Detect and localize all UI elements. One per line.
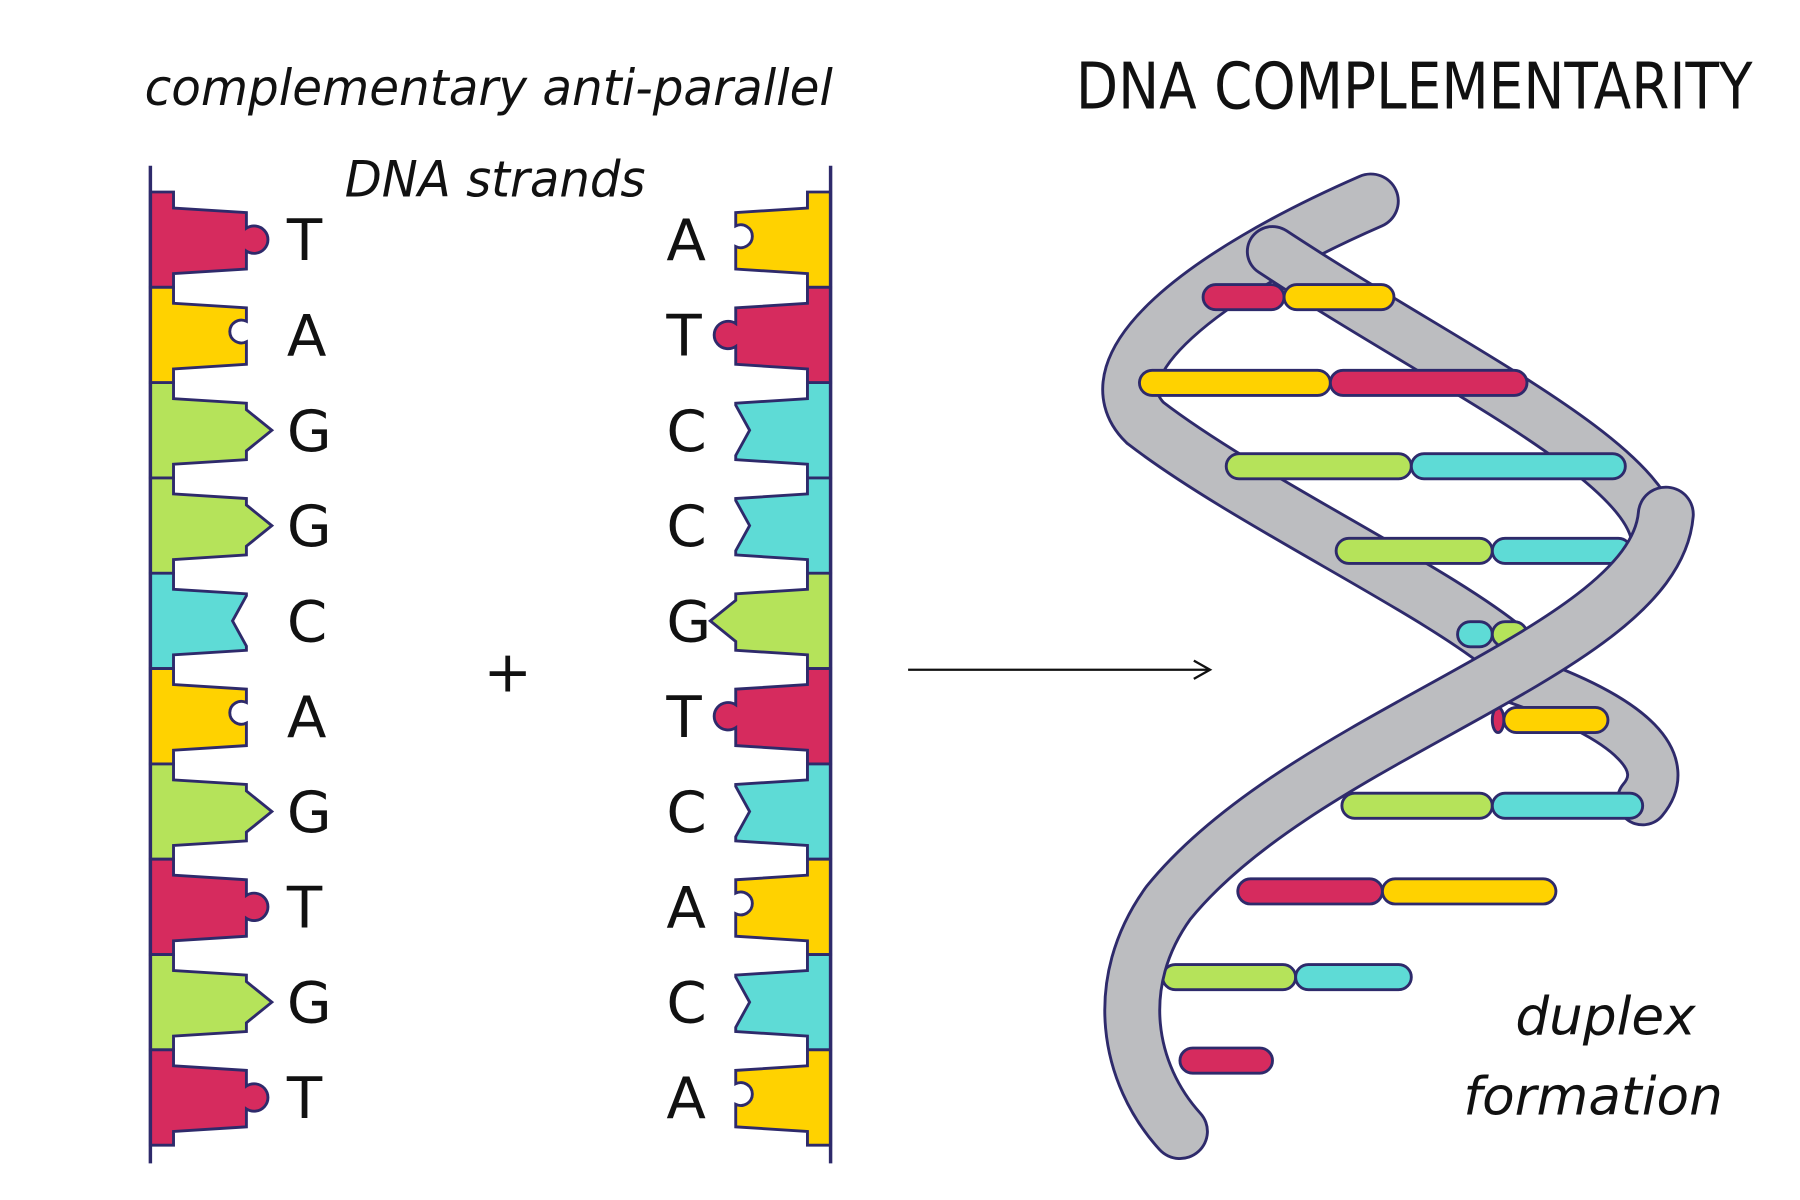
title: DNA COMPLEMENTARITY [1076, 50, 1753, 125]
rung-T [1328, 368, 1529, 397]
rung-A [1282, 283, 1396, 312]
base-label: T [665, 303, 702, 370]
nucleotide-G [148, 762, 275, 861]
base-label: A [666, 1065, 706, 1132]
base-label: A [666, 875, 706, 942]
base-label: C [666, 970, 706, 1037]
base-pair-TA [1201, 283, 1396, 312]
nucleotide-A [734, 190, 833, 289]
base-label: A [287, 303, 327, 370]
rung-T [1236, 877, 1384, 906]
base-label: T [286, 208, 323, 275]
nucleotide-G [148, 953, 275, 1052]
nucleotide-G [707, 571, 833, 670]
nucleotide-T [148, 857, 270, 956]
rung-A [1138, 368, 1332, 397]
base-pair-GC [1334, 536, 1633, 565]
nucleotide-T [712, 285, 833, 385]
base-label: C [666, 398, 706, 465]
rung-G [1161, 963, 1298, 992]
double-helix [1101, 172, 1695, 1160]
base-label: G [287, 398, 332, 465]
nucleotide-T [148, 190, 270, 289]
nucleotide-G [148, 381, 275, 480]
base-label: T [286, 875, 323, 942]
base-label: T [286, 1065, 323, 1132]
base-label: G [287, 493, 332, 560]
rung-G [1334, 536, 1494, 565]
base-label: G [666, 589, 711, 656]
nucleotide-C [734, 476, 833, 575]
duplex-label-line2: formation [1463, 1067, 1722, 1128]
rung-A [1502, 706, 1610, 734]
base-pair-TA [1236, 877, 1558, 906]
nucleotide-T [148, 1048, 270, 1147]
base-label: G [287, 970, 332, 1037]
duplex-label-line1: duplex [1515, 987, 1696, 1048]
base-label: C [666, 779, 706, 846]
nucleotide-A [148, 667, 248, 766]
rung-G [1340, 791, 1494, 820]
rung-G [1224, 452, 1413, 481]
base-label: G [287, 779, 332, 846]
rung-C [1490, 791, 1645, 820]
base-label: T [665, 684, 702, 751]
rung-T [1201, 283, 1286, 312]
nucleotide-A [734, 857, 833, 956]
base-label: A [666, 208, 706, 275]
front-ribbon [1103, 485, 1695, 1160]
left-caption-line2: DNA strands [345, 150, 646, 209]
nucleotide-T [712, 667, 833, 766]
left-caption-line1: complementary anti-parallel [145, 58, 833, 117]
base-pair-AT [1138, 368, 1529, 397]
base-pair-GC [1340, 791, 1645, 820]
rung-C [1490, 536, 1633, 565]
nucleotide-C [148, 571, 248, 670]
nucleotide-A [148, 285, 248, 385]
nucleotide-A [734, 1048, 833, 1147]
plus-sign: + [484, 639, 532, 706]
base-label: A [287, 684, 327, 751]
rung-A [1380, 877, 1558, 906]
rung-C [1409, 452, 1627, 481]
base-pair-GC [1161, 963, 1413, 992]
rung-T [1178, 1046, 1274, 1075]
arrow [908, 659, 1213, 680]
rung-C [1294, 963, 1413, 992]
helix-rungs [1138, 283, 1645, 1075]
base-pair-TA [1490, 706, 1610, 734]
base-label: C [666, 493, 706, 560]
nucleotide-C [734, 953, 833, 1052]
nucleotide-C [734, 762, 833, 861]
rung-C [1456, 620, 1494, 649]
base-pair-GC [1224, 452, 1627, 481]
base-pair-TA [1178, 1046, 1274, 1075]
base-label: C [287, 589, 327, 656]
nucleotide-G [148, 476, 275, 575]
nucleotide-C [734, 381, 833, 480]
